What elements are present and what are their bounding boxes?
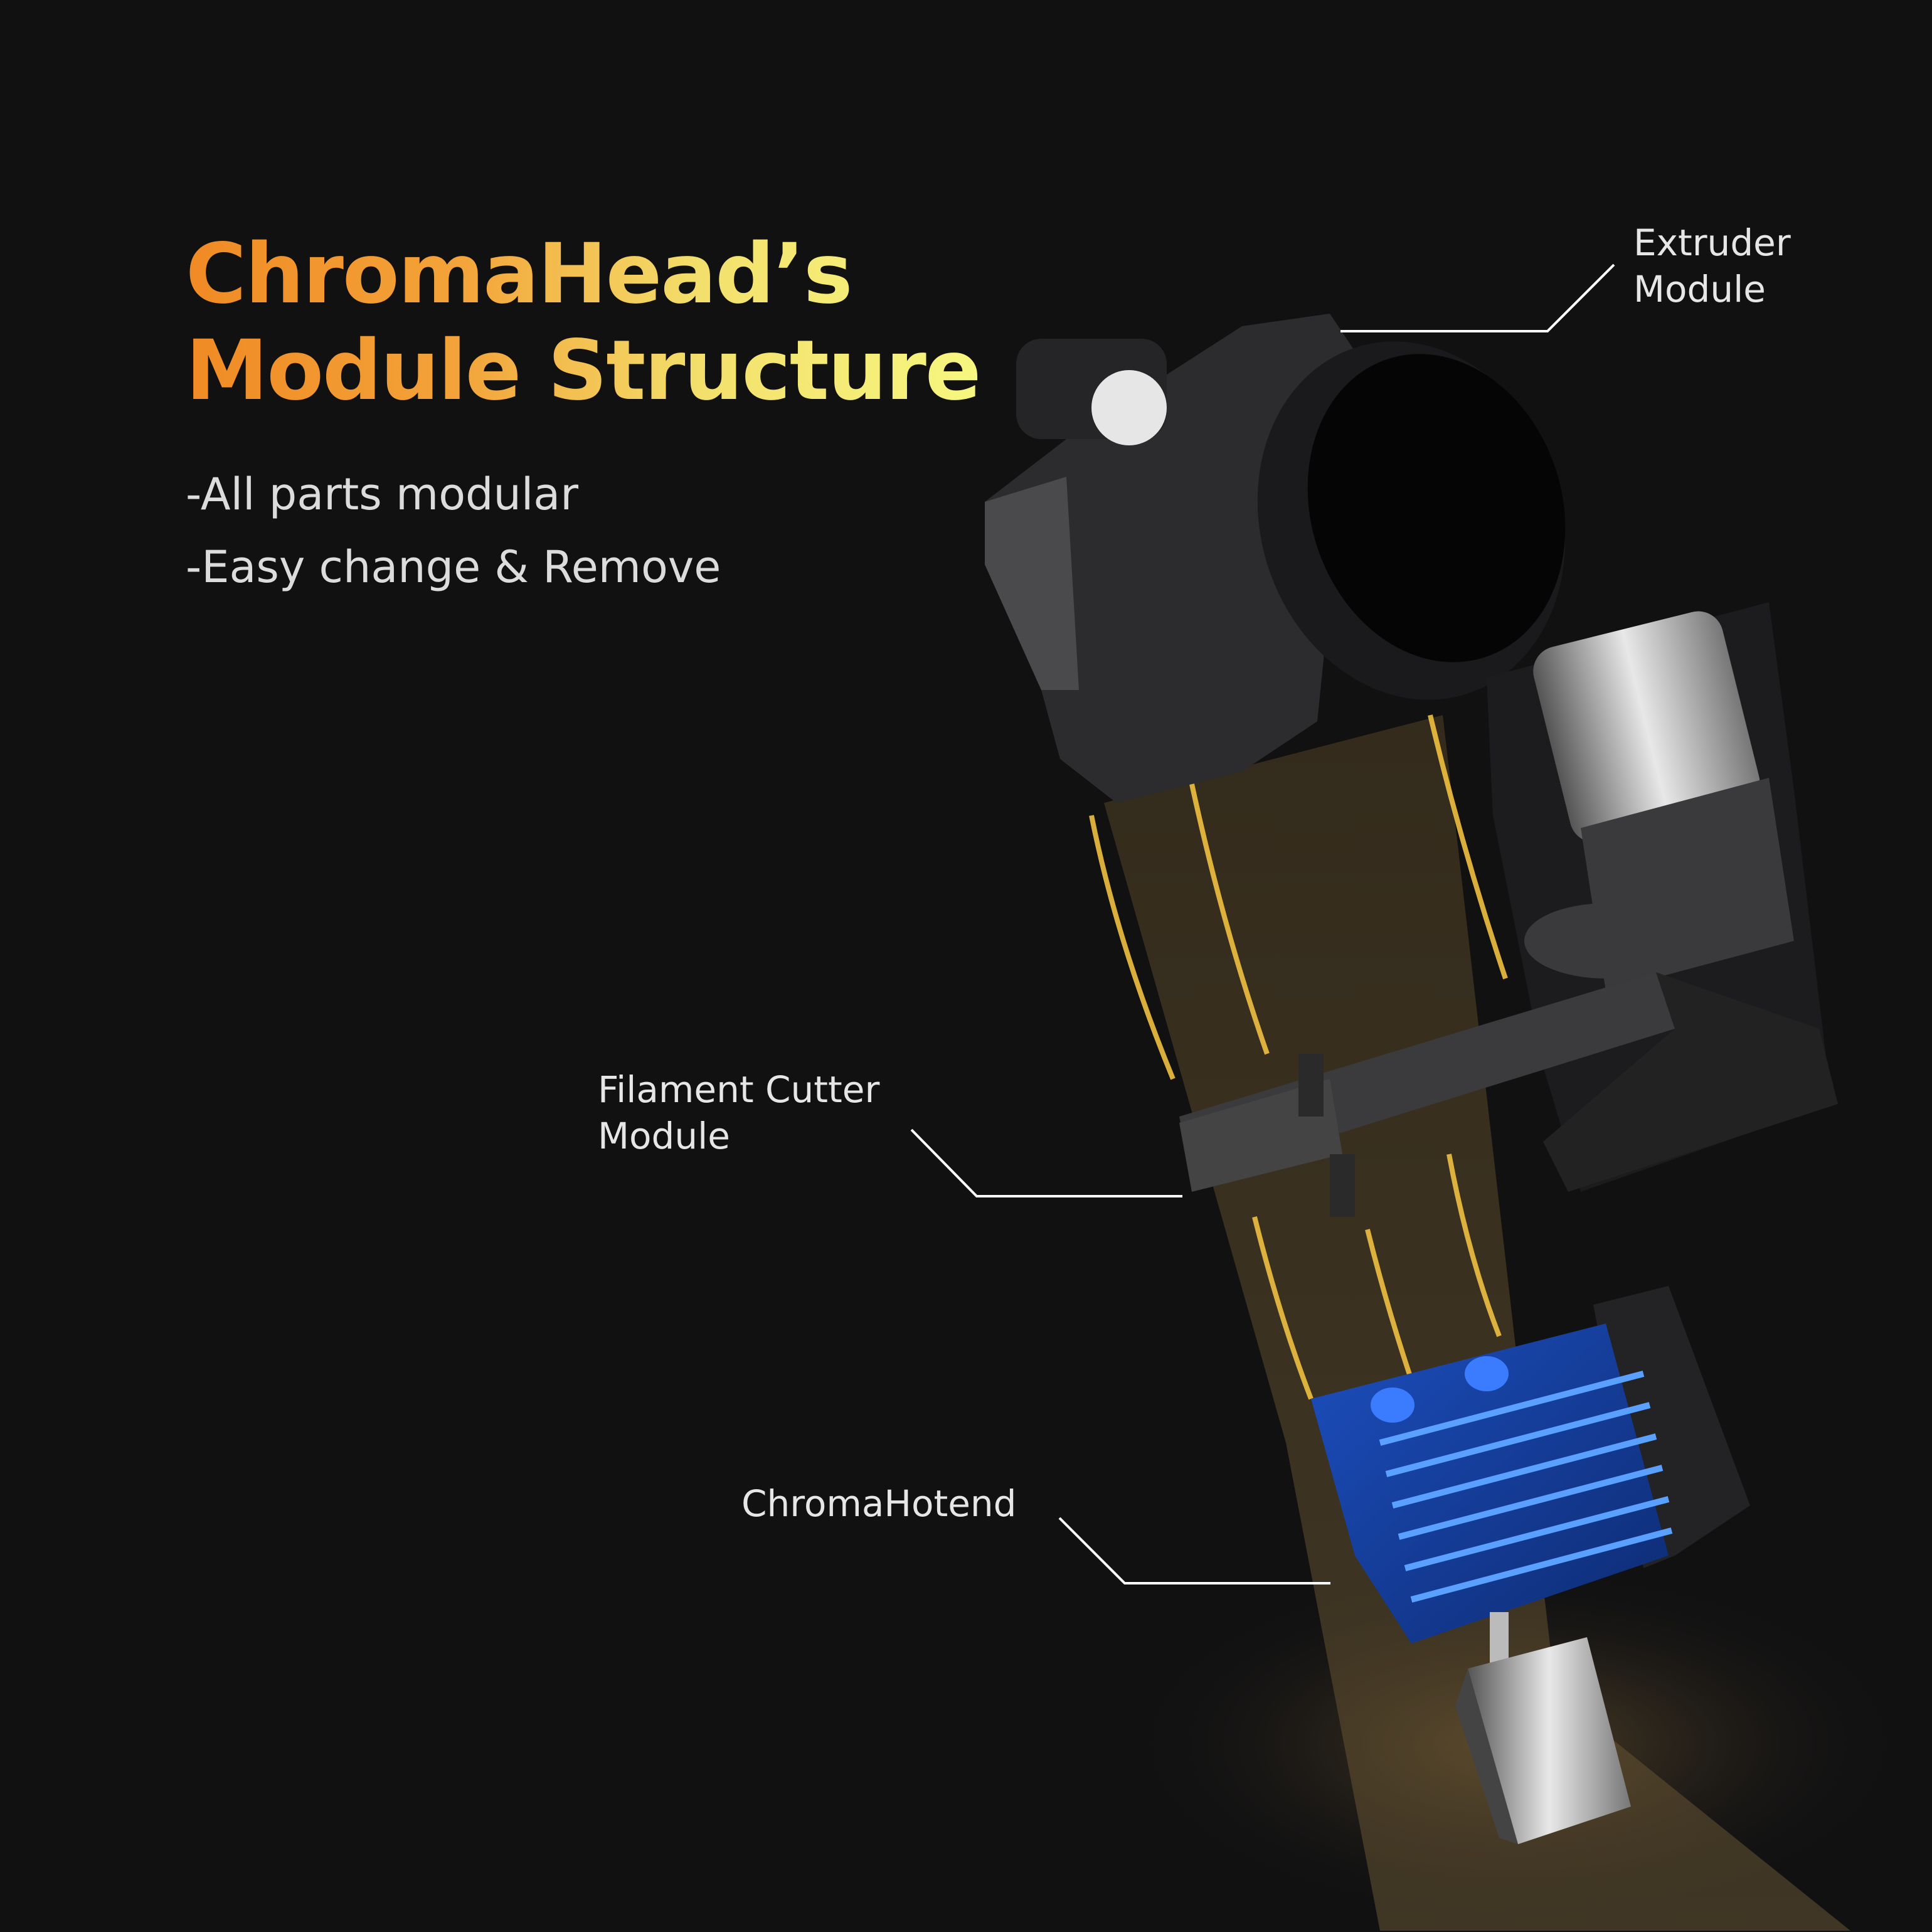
extruder-module-label: Extruder Module (1633, 220, 1791, 312)
leader-lines (910, 263, 1615, 1584)
cutter-module-render (1179, 602, 1838, 1217)
label-line: ChromaHotend (741, 1482, 1017, 1525)
page-title: ChromaHead’s Module Structure (186, 226, 980, 419)
filament-cutter-module-label: Filament Cutter Module (598, 1066, 879, 1159)
extruder-module-render (985, 314, 1566, 803)
title-line-1: ChromaHead’s (186, 226, 852, 322)
label-line: Module (1633, 268, 1766, 310)
cutter-leader-line (910, 1128, 1182, 1197)
feature-item: -Easy change & Remove (186, 541, 721, 593)
light-beam (1104, 715, 1850, 1931)
chromahotend-label: ChromaHotend (741, 1480, 1016, 1527)
label-line: Extruder (1633, 221, 1791, 264)
extruder-leader-line (1340, 263, 1615, 332)
light-streaks (1089, 714, 1508, 1400)
hotend-render (1311, 1286, 1750, 1844)
feature-item: -All parts modular (186, 469, 578, 520)
hotend-leader-line (1058, 1517, 1330, 1584)
label-line: Filament Cutter (598, 1068, 880, 1111)
label-line: Module (598, 1115, 730, 1157)
title-line-2: Module Structure (186, 322, 980, 419)
feature-list: -All parts modular -Easy change & Remove (186, 458, 721, 603)
